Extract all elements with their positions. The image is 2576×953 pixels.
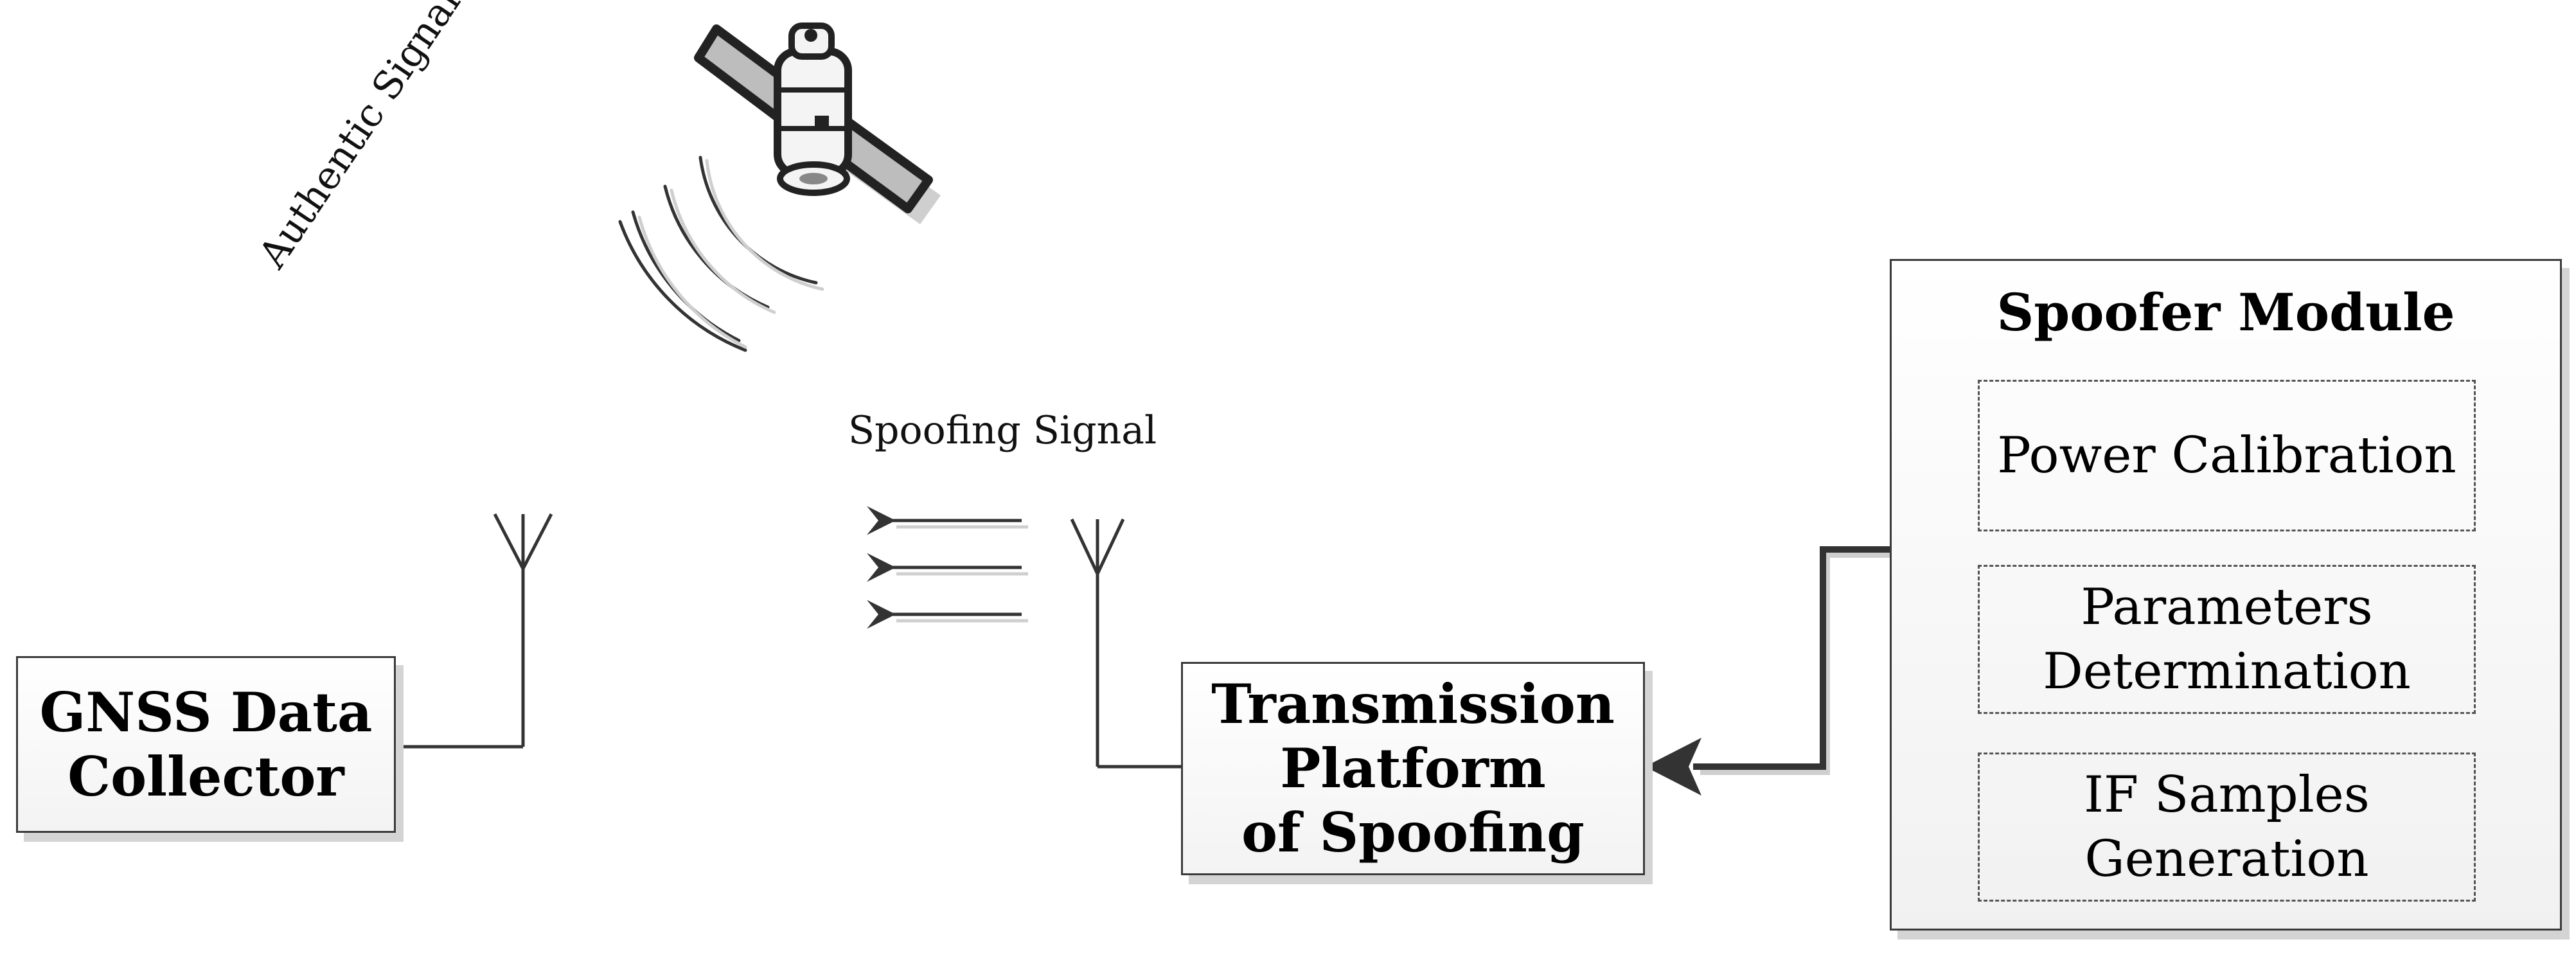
power-calibration-box: Power Calibration — [1978, 380, 2476, 531]
spoofer-module-box: Spoofer Module Power Calibration Paramet… — [1890, 259, 2562, 931]
gnss-data-collector-label: GNSS Data Collector — [39, 680, 373, 808]
transmission-platform-box: Transmission Platform of Spoofing — [1181, 662, 1645, 875]
arrow-icon — [867, 506, 1028, 629]
gnss-data-collector-box: GNSS Data Collector — [16, 656, 396, 833]
antenna-icon — [396, 513, 553, 749]
connector-arrow — [1645, 546, 1898, 796]
transmission-platform-label: Transmission Platform of Spoofing — [1211, 672, 1615, 864]
antenna-icon — [1070, 518, 1181, 769]
spoofing-signal-label: Spoofing Signal — [848, 408, 1157, 453]
spoofer-module-title: Spoofer Module — [1996, 282, 2455, 343]
if-samples-generation-box: IF Samples Generation — [1978, 753, 2476, 902]
parameters-determination-box: Parameters Determination — [1978, 565, 2476, 714]
satellite-icon — [694, 22, 941, 224]
